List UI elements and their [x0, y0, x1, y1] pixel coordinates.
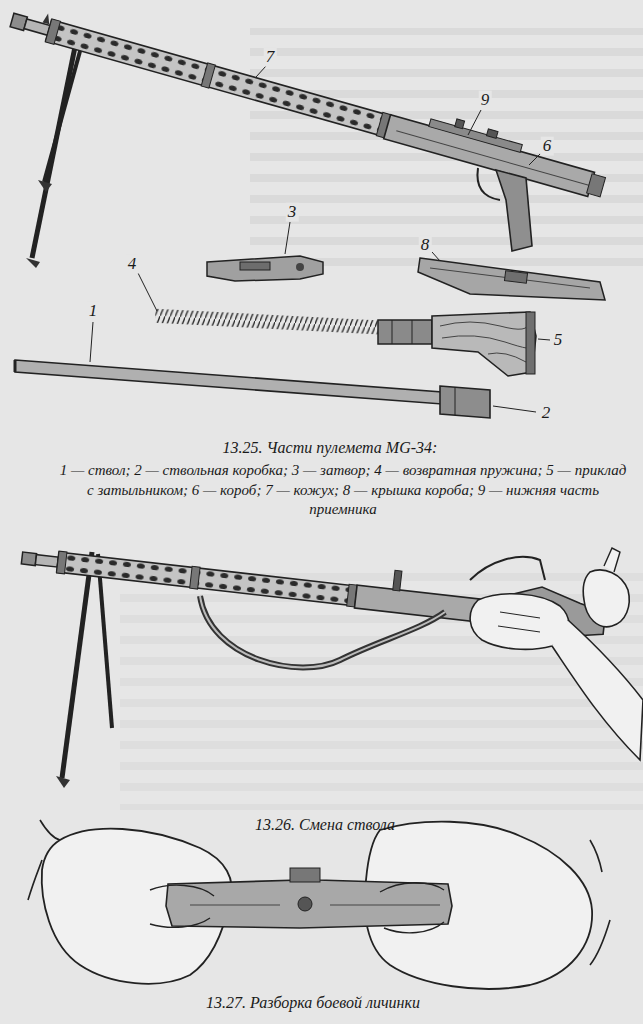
hand — [470, 594, 569, 650]
leader-line — [256, 66, 266, 77]
bipod-foot — [38, 180, 52, 192]
feed-cover — [418, 258, 605, 300]
leader-line — [432, 252, 440, 261]
callout-number: 9 — [479, 91, 492, 110]
figure-caption: 13.27. Разборка боевой личинки — [30, 993, 596, 1014]
callout-number: 8 — [419, 236, 432, 255]
recoil-spring — [155, 309, 395, 336]
arm — [552, 620, 643, 760]
figure-caption: 13.26. Смена ствола — [40, 815, 610, 836]
leader-line — [468, 110, 481, 135]
barrel-change-figure — [20, 528, 643, 788]
parts-legend: 1 — ствол; 2 — ствольная коробка; 3 — за… — [56, 461, 630, 520]
receiver — [384, 115, 595, 197]
leader-line — [138, 273, 157, 311]
callout-number: 4 — [126, 255, 139, 274]
stock — [378, 312, 536, 376]
gun-assembly — [8, 0, 609, 268]
callout-number: 7 — [264, 48, 277, 67]
barrel-jacket — [46, 20, 391, 137]
leader-line — [538, 339, 550, 340]
trigger-guard — [477, 168, 500, 200]
callout-number: 2 — [540, 404, 553, 423]
leader-line — [493, 406, 536, 412]
barrel — [15, 360, 490, 418]
callout-number: 6 — [541, 137, 554, 156]
bipod-foot — [26, 258, 40, 268]
bolt-disassembly-figure — [28, 820, 610, 989]
page-texture — [120, 560, 643, 810]
bolt — [207, 256, 323, 281]
figure-caption: 13.25. Части пулемета MG-34: — [40, 438, 620, 459]
bipod-leg — [44, 44, 82, 182]
gun-body — [8, 0, 609, 200]
callout-number: 3 — [286, 203, 299, 222]
pistol-grip — [496, 170, 532, 251]
callout-number: 1 — [87, 302, 100, 321]
page-texture — [250, 28, 643, 268]
leader-line — [90, 322, 93, 362]
barrel-receiver — [440, 386, 490, 418]
leader-line — [285, 222, 290, 254]
leader-line — [529, 154, 540, 165]
callout-number: 5 — [552, 331, 565, 350]
sling — [200, 596, 445, 667]
hand — [583, 570, 629, 627]
